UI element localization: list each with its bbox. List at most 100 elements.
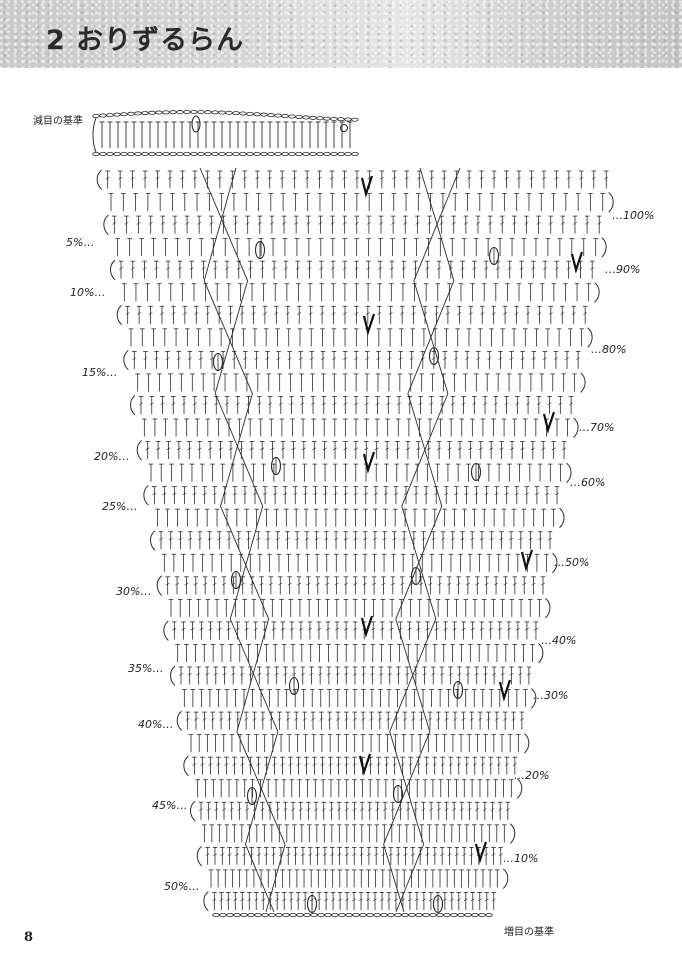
chain-stitch — [302, 115, 310, 120]
chain-stitch — [212, 913, 220, 918]
stitch-mark — [447, 582, 452, 586]
stitch-mark — [443, 357, 447, 360]
stitch-mark — [494, 492, 499, 496]
stitch-mark — [205, 673, 210, 676]
stitch-mark — [160, 402, 165, 405]
stitch-mark — [569, 402, 574, 405]
stitch-mark — [366, 898, 370, 901]
stitch-mark — [526, 402, 531, 405]
stitch-mark — [282, 222, 286, 225]
stitch-mark — [332, 357, 336, 360]
stitch-mark — [179, 673, 183, 676]
chain-stitch — [219, 913, 227, 918]
stitch-mark — [344, 673, 349, 676]
stitch-mark — [486, 718, 491, 721]
chain-stitch — [162, 110, 170, 115]
stitch-mark — [431, 537, 436, 541]
stitch-mark — [242, 853, 247, 856]
turning-chain — [594, 282, 600, 303]
stitch-mark — [492, 177, 497, 180]
increase-base-label: 増目の基準 — [504, 927, 554, 938]
stitch-mark — [125, 312, 130, 315]
stitch-mark — [447, 853, 452, 856]
chain-stitch — [288, 114, 296, 119]
chain-stitch — [155, 110, 163, 115]
stitch-mark — [209, 222, 214, 225]
stitch-mark — [224, 763, 229, 766]
chain-stitch — [429, 913, 437, 918]
stitch-mark — [509, 673, 514, 676]
stitch-mark — [304, 763, 309, 766]
stitch-mark — [306, 582, 311, 586]
stitch-mark — [443, 627, 448, 631]
stitch-mark — [488, 222, 493, 225]
stitch-mark — [379, 673, 383, 676]
stitch-mark — [325, 582, 330, 586]
stitch-mark — [374, 447, 379, 451]
chain-stitch — [232, 111, 240, 116]
stitch-mark — [498, 357, 503, 360]
stitch-mark — [198, 357, 203, 360]
stitch-mark — [227, 853, 232, 856]
stitch-mark — [389, 267, 394, 270]
stitch-mark — [171, 402, 176, 405]
chain-stitch — [218, 110, 226, 115]
stitch-mark — [235, 718, 240, 721]
chain-stitch — [261, 913, 269, 918]
chain-stitch — [337, 151, 345, 156]
stitch-mark — [337, 808, 342, 811]
stitch-mark — [498, 808, 503, 811]
chain-stitch — [323, 151, 331, 156]
stitch-mark — [119, 267, 123, 270]
stitch-mark — [192, 763, 197, 766]
stitch-mark — [432, 763, 437, 766]
stitch-mark — [405, 447, 410, 451]
lattice-line — [389, 167, 461, 913]
increase-mark — [360, 175, 374, 198]
stitch-mark — [421, 808, 426, 811]
stitch-mark — [396, 853, 401, 856]
stitch-mark — [454, 357, 459, 360]
stitch-mark — [361, 673, 366, 676]
stitch-mark — [344, 808, 349, 811]
chain-stitch — [309, 115, 317, 120]
chain-stitch — [113, 112, 121, 117]
stitch-mark — [226, 898, 231, 901]
stitch-mark — [375, 402, 380, 405]
stitch-mark — [145, 447, 150, 451]
stitch-mark — [243, 357, 248, 360]
bobble-stitch — [452, 680, 464, 700]
stitch-mark — [130, 267, 135, 270]
stitch-mark — [308, 312, 313, 315]
stitch-mark — [383, 808, 388, 811]
stitch-mark — [143, 357, 148, 360]
stitch-mark — [479, 627, 484, 631]
stitch-mark — [311, 718, 315, 721]
stitch-mark — [200, 763, 205, 766]
stitch-mark — [328, 763, 333, 766]
left-percent-label: 45%… — [152, 799, 188, 812]
stitch-mark — [590, 267, 595, 270]
stitch-mark — [512, 763, 517, 766]
stitch-mark — [365, 312, 370, 315]
stitch-mark — [253, 627, 258, 631]
left-percent-label: 40%… — [138, 718, 174, 731]
chain-stitch — [232, 151, 240, 156]
stitch-mark — [203, 402, 208, 405]
chain-stitch — [316, 116, 324, 121]
chain-stitch — [211, 110, 219, 115]
stitch-mark — [409, 582, 414, 586]
stitch-mark — [274, 312, 279, 315]
stitch-mark — [548, 222, 553, 225]
stitch-mark — [462, 853, 467, 856]
stitch-mark — [389, 627, 394, 631]
chain-stitch — [92, 151, 100, 156]
stitch-mark — [387, 357, 392, 360]
stitch-mark — [466, 673, 470, 676]
stitch-mark — [360, 808, 365, 811]
stitch-mark — [452, 808, 457, 811]
stitch-mark — [376, 763, 381, 766]
stitch-mark — [453, 718, 457, 721]
turning-chain — [103, 214, 109, 235]
chain-stitch — [310, 913, 318, 918]
